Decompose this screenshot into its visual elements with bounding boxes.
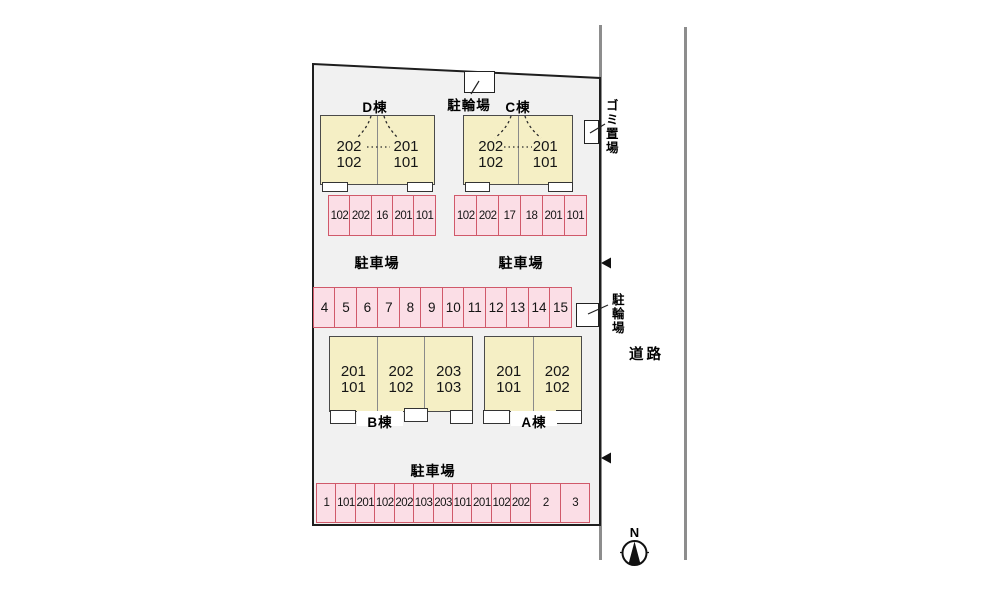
parking-stall-102: 102 [490,483,512,523]
porch [407,182,433,192]
porch [330,410,356,424]
building-label-C: C棟 [505,100,531,115]
parking-stall-9: 9 [420,287,444,328]
parking-stall-3: 3 [560,483,591,523]
parking-lot-label-right: 駐車場 [498,255,544,271]
parking-stall-202: 202 [475,195,500,236]
north-label: N [629,525,640,540]
parking-stall-6: 6 [355,287,379,328]
parking-stall-103: 103 [413,483,435,523]
parking-stall-17: 17 [497,195,522,236]
parking-stall-203: 203 [432,483,454,523]
porch [465,182,490,192]
bicycle-parking-top-box [464,71,495,93]
building-label-B: B棟 [357,411,403,430]
bicycle-parking-right-box [576,303,599,327]
parking-stall-101: 101 [563,195,588,236]
parking-stall-201: 201 [391,195,415,236]
parking-lot-label-bottom: 駐車場 [410,463,456,479]
parking-stall-12: 12 [484,287,508,328]
parking-stall-16: 16 [370,195,394,236]
porch [548,182,573,192]
parking-stall-101: 101 [413,195,436,236]
building-label-A: A棟 [511,411,557,430]
porch [450,410,473,424]
porch [483,410,510,424]
parking-lot-label-left: 駐車場 [354,255,400,271]
porch [404,408,428,422]
road-label: 道路 [629,347,664,363]
porch [322,182,348,192]
parking-stall-201: 201 [541,195,566,236]
parking-stall-14: 14 [527,287,551,328]
parking-stall-102: 102 [454,195,478,236]
bicycle-parking-right-label: 駐輪場 [609,293,624,335]
parking-stall-8: 8 [398,287,422,328]
parking-stall-201: 201 [354,483,376,523]
parking-stall-102: 102 [328,195,351,236]
parking-stall-201: 201 [471,483,493,523]
parking-stall-202: 202 [393,483,415,523]
bicycle-parking-top-label: 駐輪場 [447,98,491,113]
parking-stall-11: 11 [463,287,487,328]
parking-stall-202: 202 [349,195,373,236]
parking-stall-2: 2 [529,483,563,523]
parking-stall-202: 202 [510,483,532,523]
parking-stall-5: 5 [334,287,358,328]
parking-stall-15: 15 [548,287,573,328]
parking-stall-1: 1 [316,483,338,523]
parking-stall-4: 4 [313,287,337,328]
parking-stall-13: 13 [506,287,530,328]
garbage-area-box [584,120,599,144]
parking-stall-10: 10 [441,287,465,328]
building-label-D: D棟 [362,100,388,115]
parking-stall-18: 18 [519,195,544,236]
porch [556,410,582,424]
parking-stall-101: 101 [451,483,473,523]
parking-stall-101: 101 [335,483,357,523]
parking-stall-7: 7 [377,287,401,328]
parking-stall-102: 102 [374,483,396,523]
garbage-area-label: ゴミ置場 [603,99,618,155]
